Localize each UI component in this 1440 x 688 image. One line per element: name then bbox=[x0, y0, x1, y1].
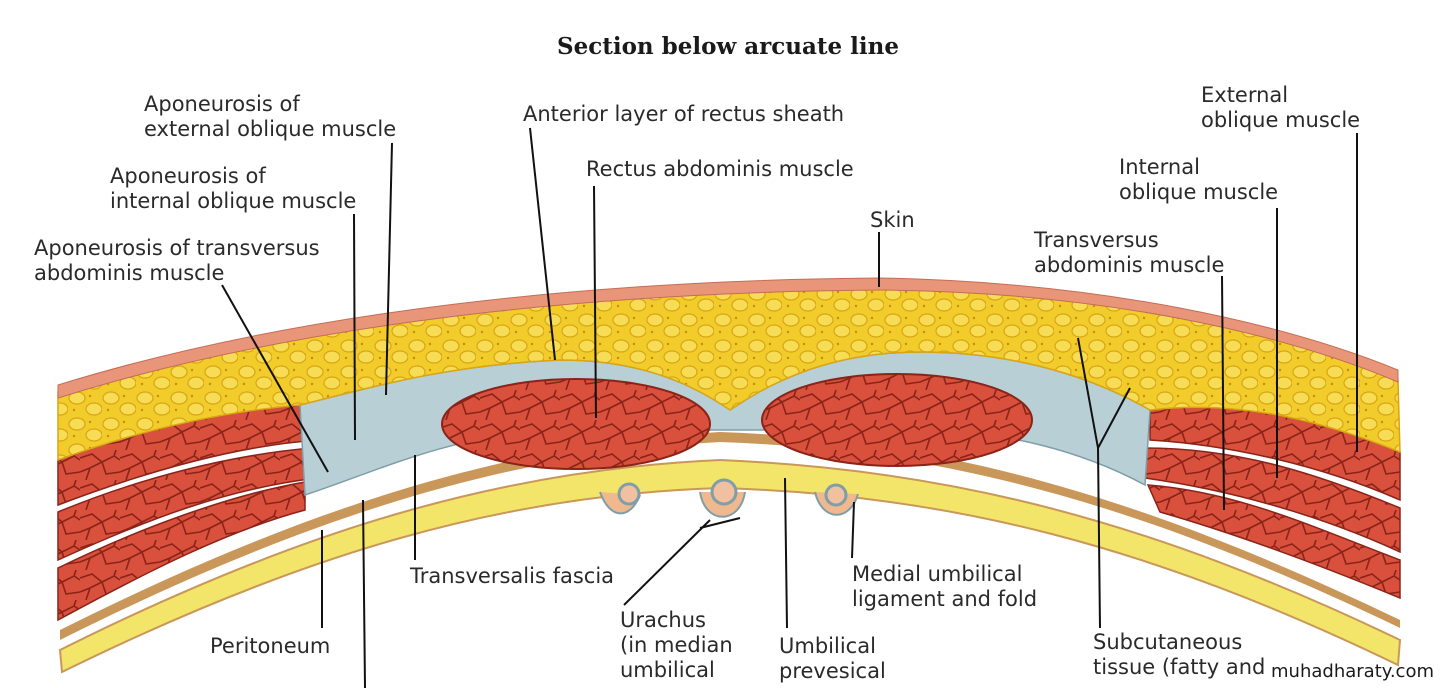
skin-layer bbox=[57, 277, 1399, 399]
label-rectus-abdominis: Rectus abdominis muscle bbox=[586, 157, 854, 182]
umbilical-folds bbox=[599, 478, 859, 518]
label-line: Umbilical bbox=[779, 634, 876, 658]
label-line: Anterior layer of rectus sheath bbox=[523, 102, 845, 126]
label-transversus-abdominis: Transversus abdominis muscle bbox=[1034, 228, 1224, 278]
label-urachus: Urachus (in median umbilical bbox=[620, 608, 733, 683]
label-line: Peritoneum bbox=[210, 634, 331, 658]
diagram-title: Section below arcuate line bbox=[556, 33, 900, 60]
label-line: Aponeurosis of bbox=[110, 164, 266, 188]
leader-lines bbox=[221, 127, 1358, 688]
label-line: ligament and fold bbox=[852, 587, 1038, 611]
label-line: Aponeurosis of bbox=[144, 92, 300, 116]
label-external-oblique: External oblique muscle bbox=[1201, 83, 1360, 133]
label-line: oblique muscle bbox=[1119, 180, 1279, 204]
label-line: Aponeurosis of transversus bbox=[34, 236, 320, 260]
label-umbilical-prevesical: Umbilical prevesical bbox=[779, 634, 886, 684]
label-aponeurosis-transversus: Aponeurosis of transversus abdominis mus… bbox=[34, 236, 320, 286]
label-line: Transversus bbox=[1034, 228, 1159, 252]
label-internal-oblique: Internal oblique muscle bbox=[1119, 155, 1278, 205]
label-line: Subcutaneous bbox=[1093, 630, 1243, 654]
watermark-text: muhadharaty.com bbox=[1271, 661, 1434, 682]
label-line: external oblique muscle bbox=[144, 117, 397, 141]
label-line: Transversalis fascia bbox=[410, 564, 615, 588]
label-line: (in median bbox=[620, 633, 733, 657]
label-line: prevesical bbox=[779, 659, 886, 683]
label-subcutaneous-tissue: Subcutaneous tissue (fatty and bbox=[1093, 630, 1265, 680]
label-anterior-layer-rectus-sheath: Anterior layer of rectus sheath bbox=[523, 102, 844, 127]
label-line: tissue (fatty and bbox=[1093, 655, 1266, 679]
label-peritoneum: Peritoneum bbox=[210, 634, 330, 659]
right-internal-oblique bbox=[1144, 447, 1401, 554]
label-aponeurosis-internal-oblique: Aponeurosis of internal oblique muscle bbox=[110, 164, 356, 214]
label-line: abdominis muscle bbox=[34, 261, 225, 285]
peritoneum-layer bbox=[58, 458, 1402, 674]
label-transversalis-fascia: Transversalis fascia bbox=[410, 564, 614, 589]
left-transversus bbox=[57, 481, 306, 622]
label-medial-umbilical: Medial umbilical ligament and fold bbox=[852, 562, 1037, 612]
label-line: oblique muscle bbox=[1201, 108, 1361, 132]
label-line: abdominis muscle bbox=[1034, 253, 1225, 277]
label-line: Urachus bbox=[620, 608, 706, 632]
right-transversus bbox=[1146, 484, 1401, 600]
label-line: External bbox=[1201, 83, 1289, 107]
label-line: Rectus abdominis muscle bbox=[586, 157, 854, 181]
label-skin: Skin bbox=[870, 208, 915, 233]
label-line: Skin bbox=[870, 208, 915, 232]
label-line: Internal bbox=[1119, 155, 1200, 179]
label-line: Medial umbilical bbox=[852, 562, 1023, 586]
rectus-abdominis-left bbox=[441, 378, 711, 470]
label-aponeurosis-external-oblique: Aponeurosis of external oblique muscle bbox=[144, 92, 396, 142]
label-line: umbilical bbox=[620, 658, 715, 682]
rectus-abdominis-right bbox=[761, 373, 1033, 467]
label-line: internal oblique muscle bbox=[110, 189, 357, 213]
